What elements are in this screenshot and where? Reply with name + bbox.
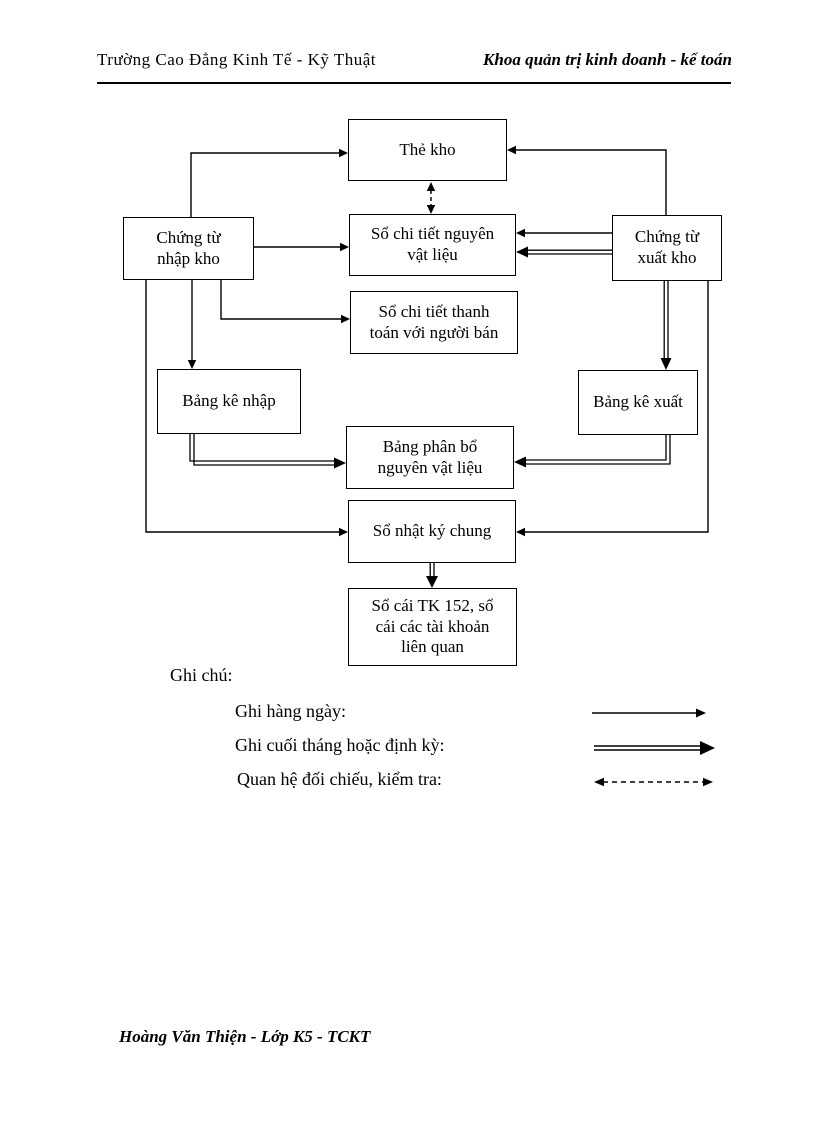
legend-title: Ghi chú:	[170, 665, 233, 685]
connector-nhapkho-to-thekho	[190, 148, 348, 217]
connector-nhatkychung-to-socai	[426, 563, 438, 588]
box-so-chi-tiet-thanh-toan: Sổ chi tiết thanh toán với người bán	[350, 291, 518, 354]
legend-label-daily: Ghi hàng ngày:	[235, 701, 346, 721]
legend-arrow-reconcile	[594, 777, 713, 787]
box-so-cai: Sổ cái TK 152, sổ cái các tài khoản liên…	[348, 588, 517, 666]
connector-nhapkho-to-bangkenhap	[187, 280, 197, 369]
header-rule	[97, 82, 731, 84]
legend-arrow-monthly	[594, 741, 715, 755]
connector-xuatkho-to-sochitiet-single	[516, 228, 612, 238]
legend-arrow-daily	[592, 708, 706, 718]
box-so-chi-tiet-nguyen-vat-lieu: Sổ chi tiết nguyên vật liệu	[349, 214, 516, 276]
box-the-kho: Thẻ kho	[348, 119, 507, 181]
box-bang-ke-nhap: Bảng kê nhập	[157, 369, 301, 434]
box-bang-phan-bo: Bảng phân bổ nguyên vật liệu	[346, 426, 514, 489]
connector-bangkexuat-to-bangphanbo	[514, 435, 671, 468]
box-bang-ke-xuat: Bảng kê xuất	[578, 370, 698, 435]
box-chung-tu-nhap-kho: Chứng từ nhập kho	[123, 217, 254, 280]
connector-nhapkho-to-sochitiet	[254, 242, 349, 252]
header-school-name: Trường Cao Đẳng Kinh Tế - Kỹ Thuật	[97, 50, 377, 69]
connector-xuatkho-to-bangkexuat	[660, 281, 672, 370]
connector-thekho-sochitiet-dashed	[426, 182, 436, 214]
box-so-nhat-ky-chung: Sổ nhật ký chung	[348, 500, 516, 563]
connector-nhapkho-to-nhatkychung	[145, 280, 348, 537]
box-chung-tu-xuat-kho: Chứng từ xuất kho	[612, 215, 722, 281]
connector-xuatkho-to-nhatkychung	[516, 281, 709, 537]
connector-xuatkho-to-thekho	[507, 145, 667, 215]
connector-bangkenhap-to-bangphanbo	[189, 434, 346, 469]
connector-nhapkho-to-thanhtoan	[220, 280, 350, 324]
connector-xuatkho-to-sochitiet-double	[516, 246, 612, 258]
legend-label-monthly: Ghi cuối tháng hoặc định kỳ:	[235, 735, 445, 755]
legend-label-reconcile: Quan hệ đối chiếu, kiểm tra:	[237, 769, 442, 789]
footer-author-line: Hoàng Văn Thiện - Lớp K5 - TCKT	[119, 1027, 371, 1046]
header-department-name: Khoa quản trị kinh doanh - kế toán	[483, 50, 732, 69]
